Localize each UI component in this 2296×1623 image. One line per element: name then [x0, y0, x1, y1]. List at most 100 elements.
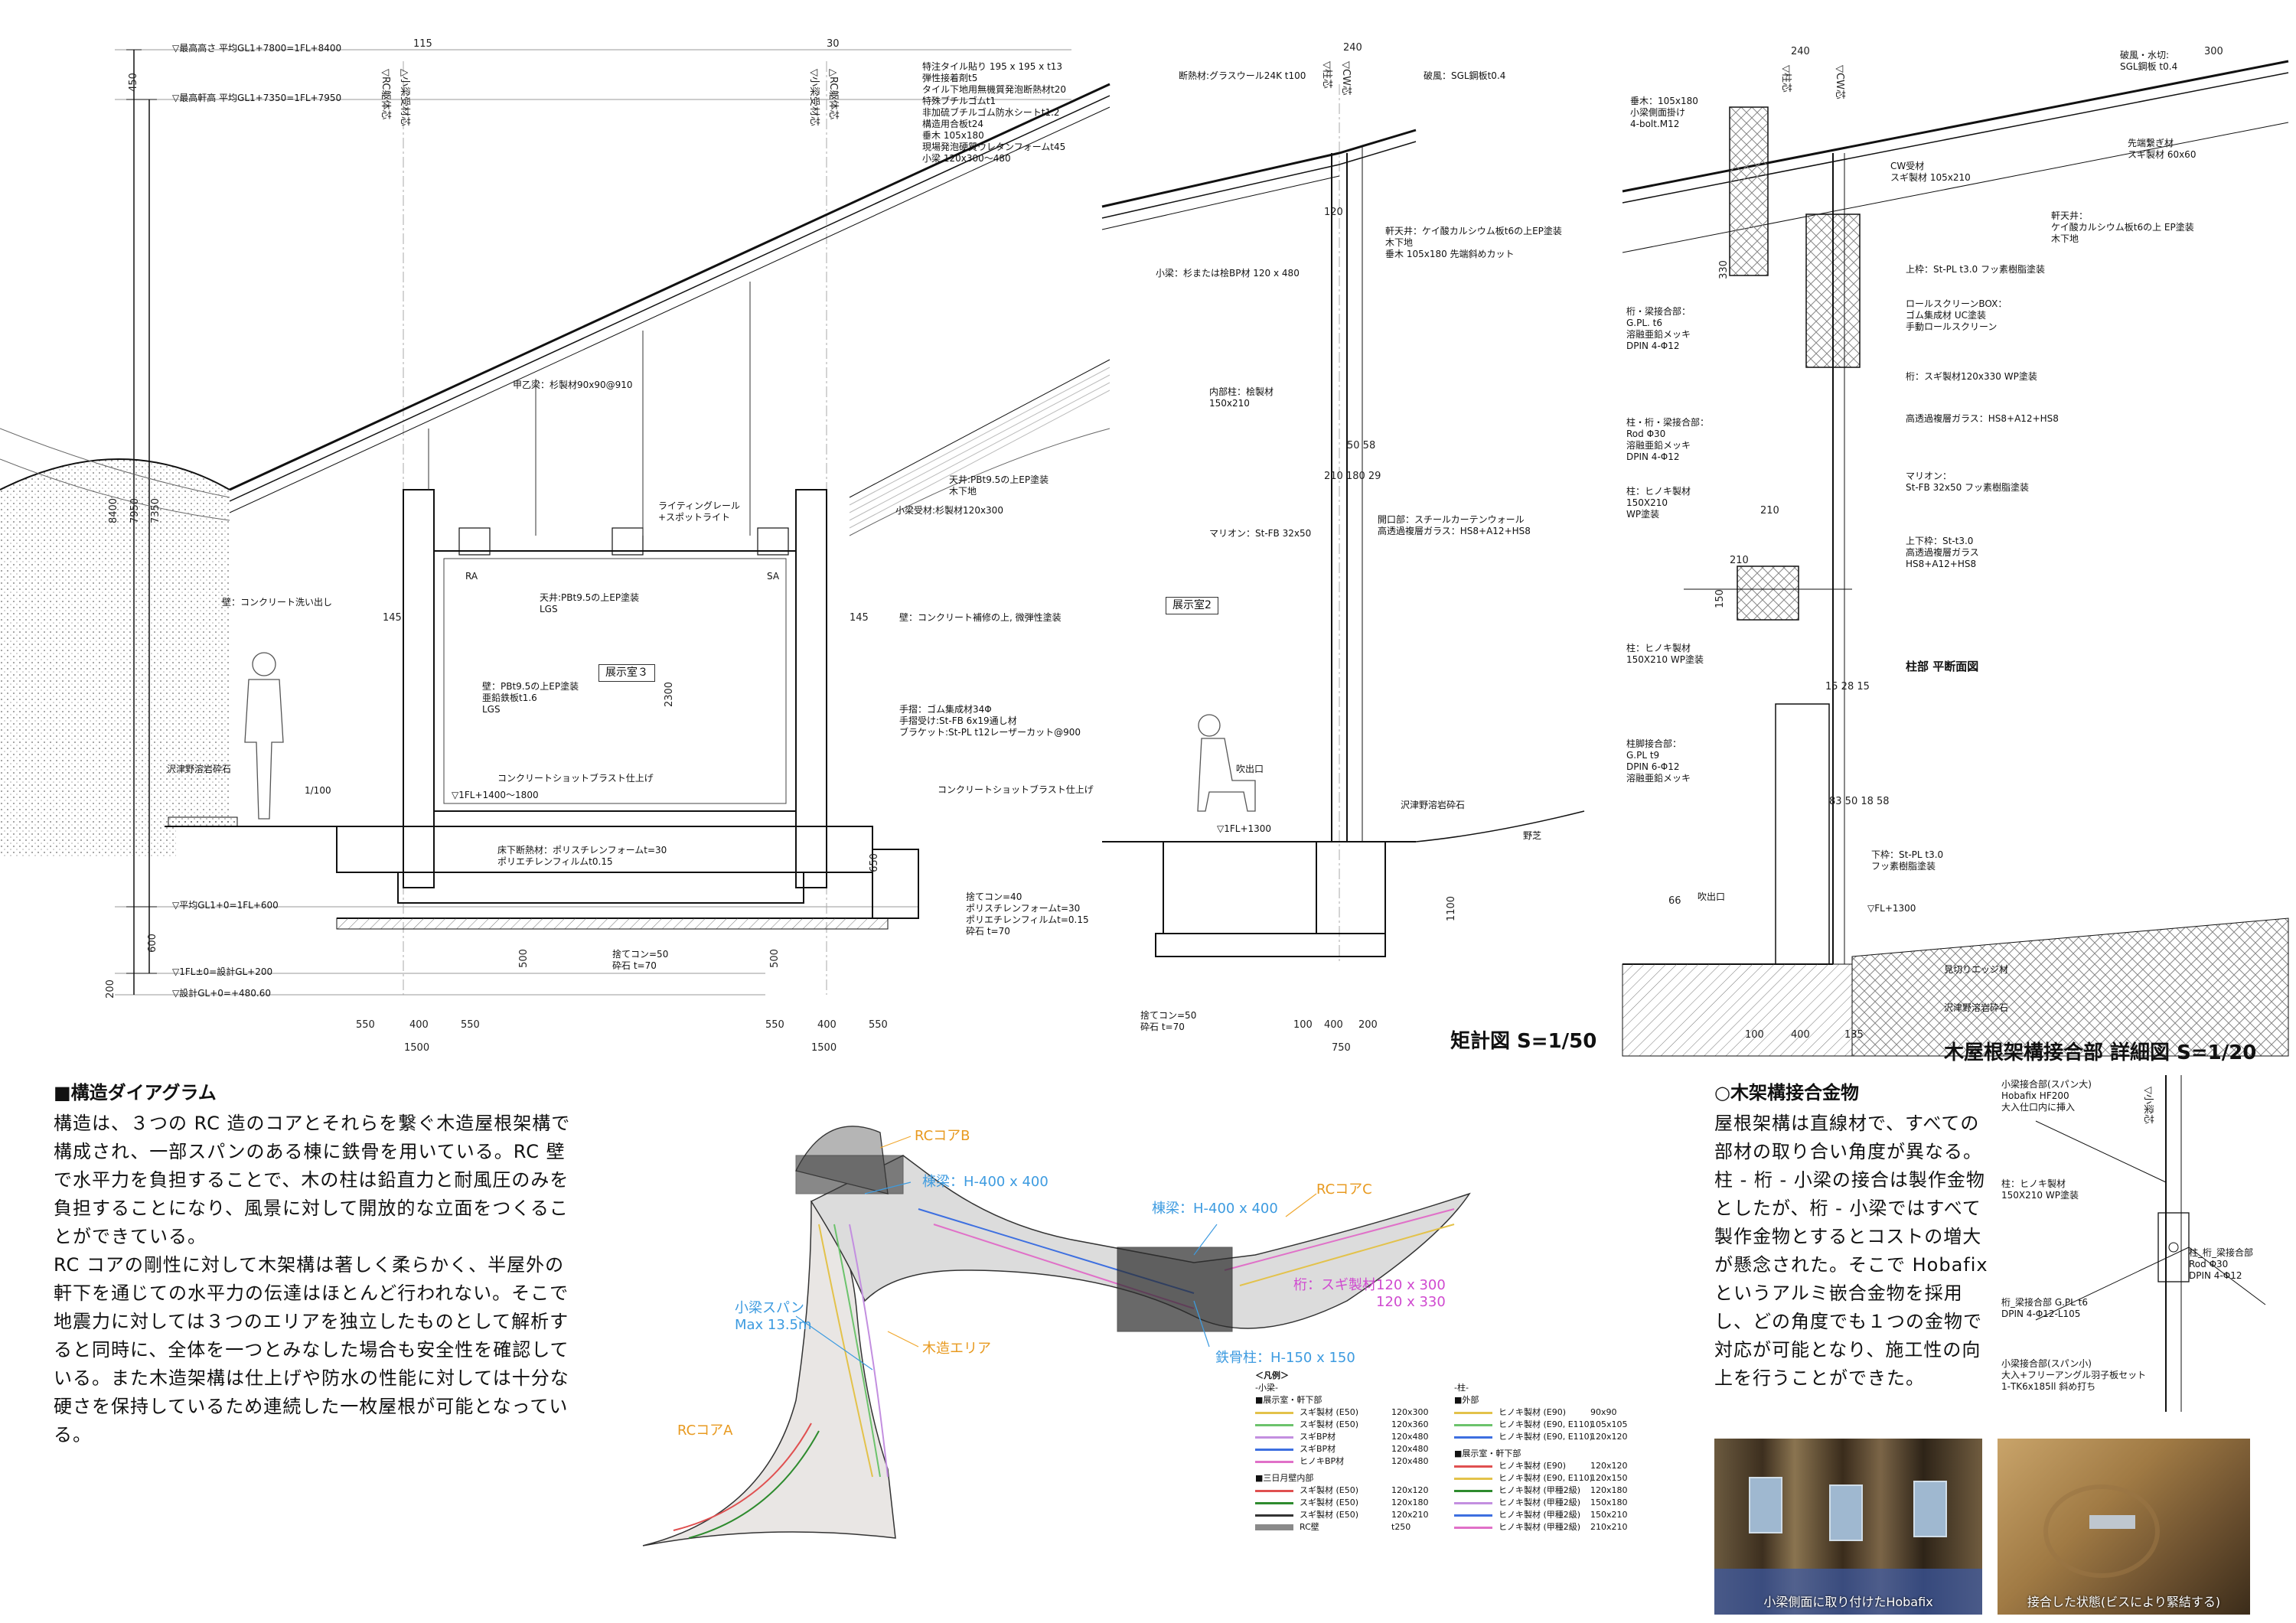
- note-d-rollscreen: ロールスクリーンBOX： ゴム集成材 UC塗装 手動ロールスクリーン: [1906, 298, 2007, 332]
- legend-item-dim: 120x120: [1590, 1432, 1628, 1442]
- legend-item-name: ヒノキ製材 (甲種2級): [1499, 1510, 1581, 1520]
- axis-rc-left: ▽RC躯体芯: [380, 69, 391, 120]
- dim-210-plan: 210: [1730, 555, 1749, 566]
- legend-item-dim: 90x90: [1590, 1407, 1617, 1417]
- label-ridge-2: 棟梁：H-400 x 400: [1152, 1201, 1278, 1217]
- dim-400-detail: 400: [1791, 1029, 1810, 1041]
- structure-paragraph: RC コアの剛性に対して木架構は著しく柔らかく、半屋外の軒下を通じての水平力の伝…: [54, 1254, 569, 1445]
- dim-550d: 550: [869, 1019, 888, 1031]
- dim-500a: 500: [517, 949, 530, 968]
- dim-750: 750: [1332, 1042, 1351, 1054]
- note-base-c: 捨てコン=50 砕石 t=70: [1140, 1010, 1197, 1032]
- level-gl1: ▽平均GL1+0=1FL+600: [172, 900, 279, 911]
- note-gravel-b: 沢津野溶岩砕石: [1401, 800, 1466, 810]
- axis-cw-detail: ▽CW芯: [1834, 65, 1845, 99]
- label-core-b: RCコアB: [915, 1128, 970, 1144]
- dim-15-28-15: 15 28 15: [1825, 681, 1870, 693]
- note-kobeam: 小梁受材:杉製材120x300: [895, 505, 1003, 516]
- dim-5058: 50 58: [1347, 440, 1376, 451]
- level-max-height: ▽最高高さ 平均GL1+7800=1FL+8400: [172, 43, 342, 54]
- dim-145b: 145: [850, 612, 869, 624]
- legend-swatch: [1255, 1514, 1293, 1517]
- legend-item-dim: 120x480: [1391, 1432, 1429, 1442]
- legend-item-name: スギ製材 (E50): [1300, 1510, 1359, 1520]
- dim-550c: 550: [765, 1019, 784, 1031]
- note-mullion: マリオン：St-FB 32x50: [1209, 528, 1312, 539]
- dim-100: 100: [1293, 1019, 1313, 1031]
- legend-swatch: [1255, 1489, 1293, 1492]
- note-d-joint1: 桁・梁接合部： G.PL. t6 溶融亜鉛メッキ DPIN 4-Φ12: [1626, 306, 1691, 351]
- legend-swatch: [1454, 1465, 1492, 1468]
- dim-1500a: 1500: [404, 1042, 430, 1054]
- structure-body: 構造は、３つの RC 造のコアとそれらを繋ぐ木造屋根架構で構成され、一部スパンの…: [54, 1110, 582, 1449]
- level-fl1400: ▽1FL+1400〜1800: [452, 790, 539, 800]
- note-d-glass: 高透過複層ガラス：HS8+A12+HS8: [1906, 413, 2059, 424]
- legend-swatch: [1454, 1489, 1492, 1492]
- legend-item: スギBP材 120x480: [1255, 1431, 1445, 1443]
- note-ceiling-right: 天井:PBt9.5の上EP塗装 木下地: [949, 474, 1049, 497]
- legend-item-name: スギ製材 (E50): [1300, 1498, 1359, 1507]
- dim-240-mid: 240: [1343, 42, 1362, 54]
- legend-item-dim: 120x150: [1590, 1473, 1628, 1483]
- legend-item: スギ製材 (E50)120x360: [1255, 1419, 1445, 1431]
- axis-cw-mid: ▽CW芯: [1340, 61, 1352, 96]
- legend-sub-4: ■展示室・軒下部: [1454, 1449, 1521, 1458]
- dim-30: 30: [827, 38, 840, 50]
- note-d-fascia: 破風・水切: SGL鋼板 t0.4: [2120, 50, 2178, 72]
- level-fl1300-b: ▽FL+1300: [1867, 903, 1916, 914]
- note-d-girder: 桁：スギ製材120x330 WP塗装: [1906, 371, 2037, 382]
- legend-sub-2: ■三日月壁内部: [1255, 1473, 1314, 1483]
- dim-7350: 7350: [150, 497, 162, 524]
- diagram-leaders: [879, 1136, 1317, 1348]
- note-hw-4: 桁_梁接合部 G.PL t6 DPIN 4-Φ12-L105: [2001, 1297, 2089, 1319]
- note-d-joint3: 柱脚接合部： G.PL t9 DPIN 6-Φ12 溶融亜鉛メッキ: [1626, 738, 1691, 784]
- legend-swatch: [1454, 1526, 1492, 1529]
- legend-swatch: [1454, 1436, 1492, 1439]
- legend-item: スギ製材 (E50)120x180: [1255, 1497, 1445, 1509]
- note-hw-5: 小梁接合部(スパン小) 大入+フリーアングル羽子板セット 1-TK6x185ll…: [2001, 1358, 2147, 1392]
- axis-kobeam: ▽小梁芯: [2142, 1087, 2154, 1124]
- dim-8400: 8400: [108, 497, 120, 524]
- legend-item-name: ヒノキ製材 (甲種2級): [1499, 1485, 1581, 1495]
- dim-400b: 400: [817, 1019, 837, 1031]
- legend-item: ヒノキ製材 (E90, E110)120x120: [1454, 1431, 1644, 1443]
- legend-item-name: ヒノキ製材 (E90): [1499, 1407, 1567, 1417]
- legend-swatch: [1454, 1477, 1492, 1480]
- section-drawing: [0, 49, 2289, 1546]
- room-label-3: 展示室３: [598, 664, 655, 682]
- section-title: 矩計図 S=1/50: [1450, 1030, 1597, 1053]
- dim-145a: 145: [383, 612, 402, 624]
- note-roof-spec: 特注タイル貼り 195 x 195 x t13 弾性接着剤t5 タイル下地用無機…: [922, 61, 1066, 164]
- dim-400a: 400: [409, 1019, 429, 1031]
- legend-item-dim: 120x480: [1391, 1456, 1429, 1466]
- note-wall-conc: 壁：コンクリート洗い出し: [222, 597, 333, 608]
- label-ridge-1: 棟梁：H-400 x 400: [922, 1174, 1049, 1190]
- legend-item-name: スギ製材 (E50): [1300, 1419, 1359, 1429]
- note-d-rafter: 垂木：105x180 小梁側面掛け 4-bolt.M12: [1630, 96, 1698, 129]
- axis-col-detail: ▽柱芯: [1780, 65, 1792, 93]
- legend-item-name: スギ製材 (E50): [1300, 1485, 1359, 1495]
- legend-swatch: [1255, 1524, 1293, 1530]
- legend-item: ヒノキ製材 (甲種2級)210x210: [1454, 1521, 1644, 1533]
- legend-swatch: [1454, 1501, 1492, 1504]
- legend-item: ヒノキ製材 (甲種2級)150x210: [1454, 1509, 1644, 1521]
- legend-item-dim: 120x210: [1391, 1510, 1429, 1520]
- level-max-eave: ▽最高軒高 平均GL1+7350=1FL+7950: [172, 93, 342, 103]
- note-base-b: 捨てコン=40 ポリスチレンフォームt=30 ポリエチレンフィルムt=0.15 …: [966, 891, 1089, 937]
- photo-caption-2: 接合した状態(ビスにより緊結する): [2027, 1595, 2221, 1609]
- dim-500b: 500: [768, 949, 781, 968]
- photo-caption-1: 小梁側面に取り付けたHobafix: [1763, 1595, 1933, 1609]
- dim-210-detail: 210: [1760, 505, 1779, 517]
- dim-400c: 400: [1324, 1019, 1343, 1031]
- note-d-mullion: マリオン： St-FB 32x50 フッ素樹脂塗装: [1906, 471, 2030, 493]
- legend-item-name: ヒノキ製材 (E90, E110): [1499, 1432, 1593, 1442]
- legend-item-dim: 120x480: [1391, 1444, 1429, 1454]
- label-ra: RA: [465, 571, 478, 582]
- note-d-gravel: 沢津野溶岩砕石: [1944, 1002, 2009, 1013]
- dim-200: 200: [104, 979, 116, 999]
- label-core-c: RCコアC: [1316, 1181, 1372, 1198]
- legend-item-name: スギBP材: [1300, 1432, 1336, 1442]
